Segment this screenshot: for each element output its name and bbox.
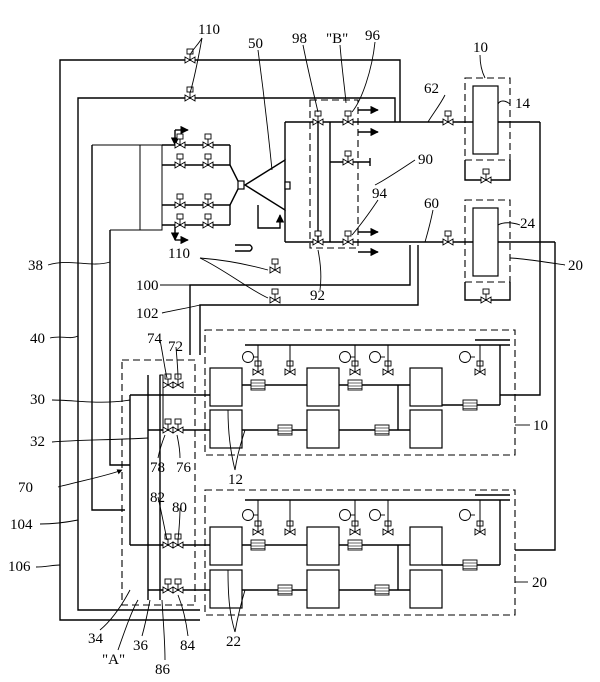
label-98: 98 — [292, 31, 307, 47]
label-82: 82 — [150, 490, 165, 506]
label-70: 70 — [18, 480, 33, 496]
label-38: 38 — [28, 258, 43, 274]
label-10-mid: 10 — [533, 418, 548, 434]
label-96: 96 — [365, 28, 381, 44]
label-94: 94 — [372, 186, 388, 202]
label-10-top: 10 — [473, 40, 488, 56]
label-100: 100 — [136, 278, 159, 294]
label-B: "B" — [326, 31, 348, 47]
label-60: 60 — [424, 196, 439, 212]
unit-10-modules — [205, 330, 515, 455]
label-104: 104 — [10, 517, 33, 533]
inlet-manifold — [140, 130, 240, 240]
label-62: 62 — [424, 81, 439, 97]
label-90: 90 — [418, 152, 433, 168]
label-34: 34 — [88, 631, 104, 647]
label-72: 72 — [168, 339, 183, 355]
label-76: 76 — [176, 460, 192, 476]
label-A: "A" — [102, 652, 125, 668]
label-102: 102 — [136, 306, 159, 322]
label-86: 86 — [155, 662, 171, 678]
label-50: 50 — [248, 36, 263, 52]
label-110-top: 110 — [198, 22, 220, 38]
label-110-mid: 110 — [168, 246, 190, 262]
label-106: 106 — [8, 559, 31, 575]
label-84: 84 — [180, 638, 196, 654]
distribution-box-B — [285, 100, 450, 252]
label-36: 36 — [133, 638, 149, 654]
label-12: 12 — [228, 472, 243, 488]
label-14: 14 — [515, 96, 531, 112]
label-40: 40 — [30, 331, 45, 347]
tank-24 — [443, 200, 555, 550]
separator-50 — [235, 122, 290, 251]
label-78: 78 — [150, 460, 165, 476]
label-20-bottom: 20 — [532, 575, 547, 591]
label-32: 32 — [30, 434, 45, 450]
label-20-right: 20 — [568, 258, 583, 274]
label-22: 22 — [226, 634, 241, 650]
distribution-box-A — [122, 360, 210, 605]
unit-20-modules — [205, 490, 515, 615]
label-92: 92 — [310, 288, 325, 304]
label-80: 80 — [172, 500, 187, 516]
label-24: 24 — [520, 216, 536, 232]
label-74: 74 — [147, 331, 163, 347]
label-30: 30 — [30, 392, 45, 408]
